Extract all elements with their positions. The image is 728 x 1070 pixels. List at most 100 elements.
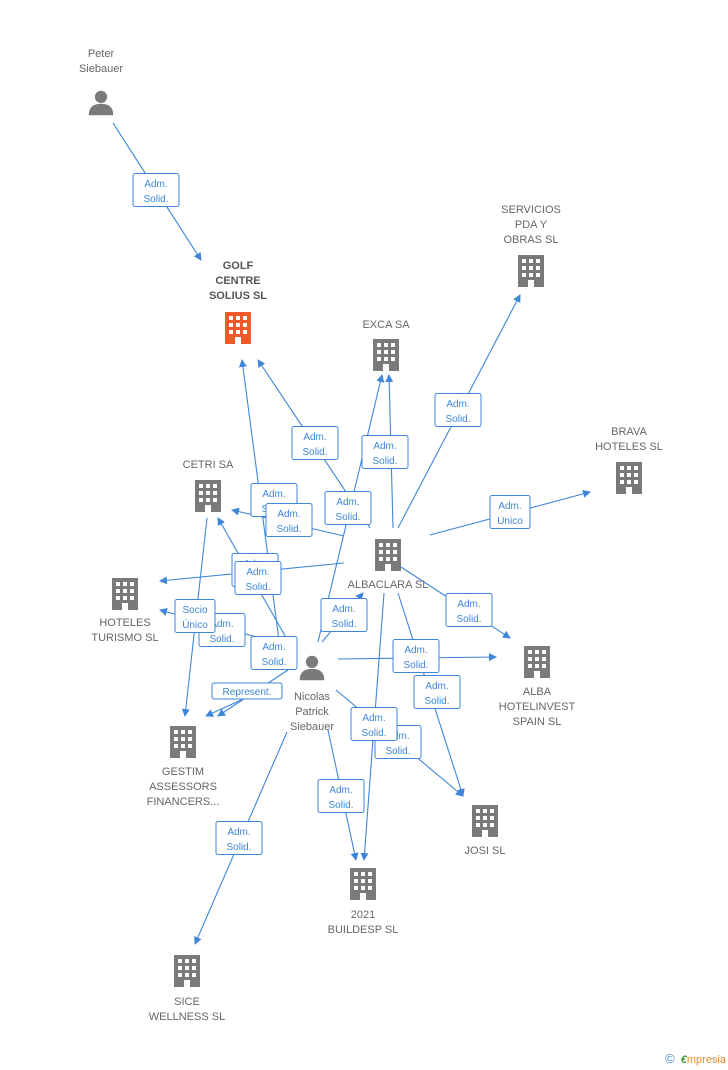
- node-label: ALBACLARA SL: [348, 579, 429, 591]
- building-icon: [195, 480, 221, 512]
- edge-label-text: Solid.: [276, 524, 301, 535]
- edge-label[interactable]: Adm.Solid.: [234, 561, 282, 595]
- edge-label-box: [392, 639, 440, 673]
- node-label: FINANCERS...: [147, 796, 220, 808]
- node-label: Nicolas: [294, 691, 331, 703]
- edge-label-text: Solid.: [302, 447, 327, 458]
- edge-label-box: [317, 779, 365, 813]
- node-label: Siebauer: [79, 63, 123, 75]
- edge-label[interactable]: Adm.Solid.: [434, 393, 482, 427]
- edge-label-text: Adm.: [404, 645, 427, 656]
- node-label: GESTIM: [162, 766, 204, 778]
- edge-label-box: [361, 435, 409, 469]
- edge-label[interactable]: Adm. Solid.: [320, 598, 368, 632]
- node-label: CETRI SA: [183, 459, 234, 471]
- edge-label-text: Solid.: [456, 614, 481, 625]
- edge-label-text: Solid.: [331, 619, 356, 630]
- edge-label[interactable]: Adm.Unico: [489, 495, 531, 529]
- node-exca[interactable]: EXCA SA: [362, 319, 410, 371]
- edge-label[interactable]: Adm.Solid.: [215, 821, 263, 855]
- edge-label-text: Solid.: [372, 456, 397, 467]
- edge-label[interactable]: Adm. Solid.: [361, 435, 409, 469]
- edge-label-text: Unico: [497, 516, 523, 527]
- node-label: SERVICIOS: [501, 204, 561, 216]
- node-label: OBRAS SL: [503, 234, 558, 246]
- node-label: HOTELINVEST: [499, 701, 576, 713]
- building-icon: [373, 339, 399, 371]
- node-label: ASSESSORS: [149, 781, 217, 793]
- edge-labels: Adm. Solid. Adm. Solid. Adm. Solid. Adm. Solid.…: [132, 173, 531, 855]
- building-icon: [350, 868, 376, 900]
- edge-label-box: [434, 393, 482, 427]
- edge-label-text: Adm.: [246, 567, 269, 578]
- edge-label[interactable]: Represent.: [211, 682, 283, 700]
- node-label: Siebauer: [290, 721, 334, 733]
- edge-label-box: [211, 682, 283, 700]
- edge-label-text: Socio: [182, 605, 207, 616]
- node-label: HOTELES SL: [595, 441, 663, 453]
- building-icon: [524, 646, 550, 678]
- building-icon: [472, 805, 498, 837]
- building-icon: [616, 462, 642, 494]
- edge-label[interactable]: Adm.Solid.: [324, 491, 372, 525]
- edge-label-text: Adm.: [386, 731, 409, 742]
- node-cetri[interactable]: CETRI SA: [183, 459, 234, 512]
- edge-label[interactable]: Adm. Solid.: [250, 636, 298, 670]
- edge-label-text: Adm.: [332, 604, 355, 615]
- node-josi[interactable]: JOSI SL: [465, 805, 506, 857]
- edge-label-box: [320, 598, 368, 632]
- edge-label-text: Solid.: [385, 746, 410, 757]
- node-label: SICE: [174, 996, 200, 1008]
- node-sice[interactable]: SICE WELLNESS SL: [149, 955, 225, 1023]
- edge-label-text: Adm.: [262, 642, 285, 653]
- node-label: GOLF: [223, 260, 254, 272]
- edge-label-text: Solid.: [328, 800, 353, 811]
- building-icon: [112, 578, 138, 610]
- edge-label-box: [250, 636, 298, 670]
- edge-label[interactable]: Adm. Solid.: [317, 779, 365, 813]
- edge-label-box: [132, 173, 180, 207]
- edge-label-text: Solid.: [335, 512, 360, 523]
- edge-label-text: Solid.: [209, 634, 234, 645]
- edge-label-text: Adm.: [425, 681, 448, 692]
- copyright-icon: ©: [665, 1051, 675, 1066]
- edge-label[interactable]: Adm.Solid.: [350, 707, 398, 741]
- edge-label-text: Adm.: [362, 713, 385, 724]
- edge-label-box: [413, 675, 461, 709]
- node-label: HOTELES: [99, 617, 150, 629]
- edge-label[interactable]: Adm.Solid.: [291, 426, 339, 460]
- edge-label[interactable]: Adm.Solid.: [445, 593, 493, 627]
- node-label: Peter: [88, 48, 115, 60]
- edge-label[interactable]: Adm.Solid.: [132, 173, 180, 207]
- edge-label-text: Solid.: [445, 414, 470, 425]
- edge-label[interactable]: Adm.Solid.: [265, 503, 313, 537]
- edge-label-box: [350, 707, 398, 741]
- node-label: SPAIN SL: [513, 716, 562, 728]
- edge-label-box: [215, 821, 263, 855]
- edge-label-text: Solid.: [226, 842, 251, 853]
- node-gestim[interactable]: GESTIM ASSESSORS FINANCERS...: [147, 726, 220, 808]
- edge-label-box: [265, 503, 313, 537]
- edge-label-text: Adm.: [373, 441, 396, 452]
- building-icon: [375, 539, 401, 571]
- edge-label[interactable]: Adm.Solid.: [392, 639, 440, 673]
- edge-label-text: Adm.: [329, 785, 352, 796]
- edge-label[interactable]: Adm.Solid.: [413, 675, 461, 709]
- empresia-logo[interactable]: ©€mpresia: [665, 1051, 726, 1066]
- node-label: 2021: [351, 909, 375, 921]
- edge-label-text: Único: [182, 618, 208, 631]
- edge-label-text: Solid.: [261, 657, 286, 668]
- node-albaclara[interactable]: ALBACLARA SL: [348, 539, 429, 591]
- node-label: WELLNESS SL: [149, 1011, 225, 1023]
